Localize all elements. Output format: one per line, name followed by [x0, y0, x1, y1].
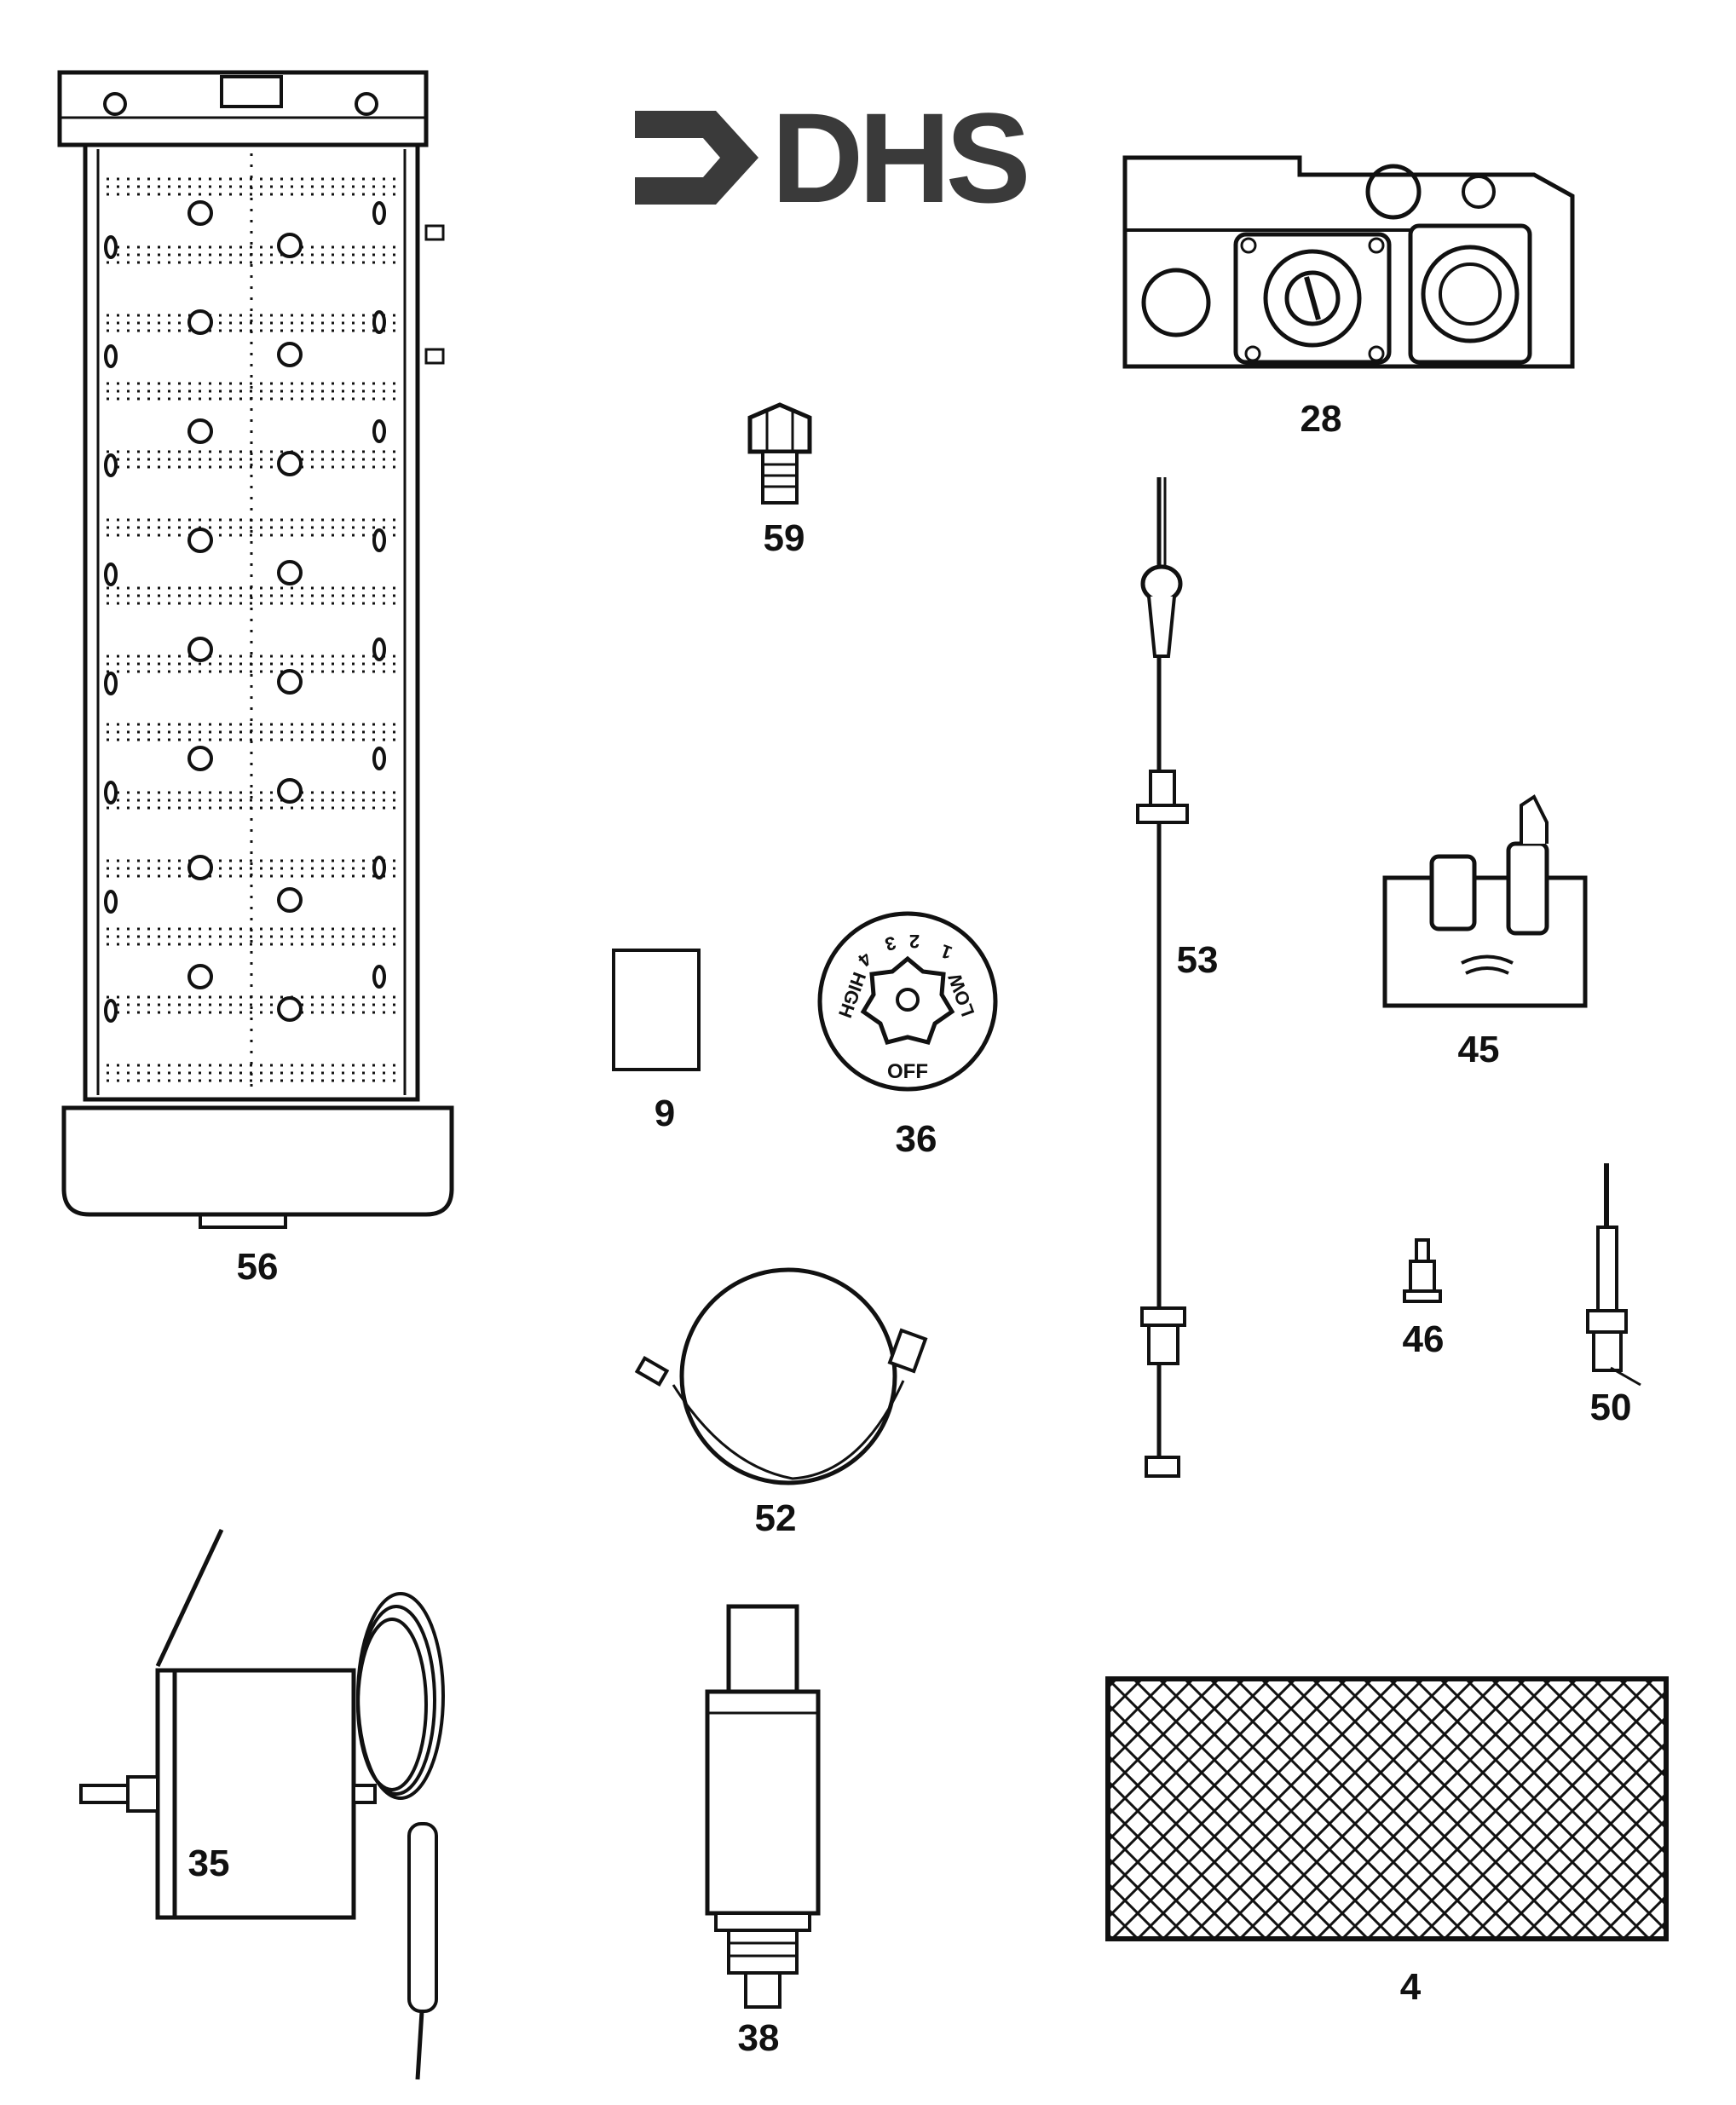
part-label-59: 59	[763, 517, 805, 559]
knob-off-label: OFF	[887, 1060, 928, 1083]
gas-valve-drawing	[1122, 155, 1575, 369]
part-label-50: 50	[1589, 1387, 1632, 1428]
pilot-assembly-drawing	[1382, 794, 1588, 1008]
label-card-drawing	[612, 949, 701, 1071]
thermostat-drawing	[79, 1528, 445, 2080]
grill-screen-drawing	[1105, 1676, 1669, 1941]
logo-text: DHS	[771, 86, 1031, 229]
part-label-9: 9	[654, 1093, 676, 1134]
part-label-46: 46	[1402, 1318, 1445, 1360]
part-label-38: 38	[737, 2017, 780, 2059]
part-label-45: 45	[1457, 1029, 1500, 1070]
lead-wire-drawing	[634, 1267, 928, 1485]
control-knob-drawing: OFF HIGH LOW 1 2 3 4	[817, 911, 998, 1092]
pilot-orifice-drawing	[1403, 1238, 1442, 1303]
electrode-drawing	[1586, 1163, 1641, 1387]
knob-2-label: 2	[909, 931, 920, 952]
part-label-35: 35	[187, 1843, 230, 1884]
piezo-igniter-drawing	[705, 1604, 821, 2009]
orifice-drawing	[747, 402, 812, 505]
part-label-4: 4	[1399, 1966, 1422, 2008]
logo-mark-icon	[635, 111, 758, 205]
part-label-28: 28	[1300, 398, 1342, 440]
part-label-56: 56	[236, 1246, 279, 1288]
thermocouple-drawing	[1136, 477, 1189, 1478]
part-label-53: 53	[1176, 939, 1219, 981]
part-label-36: 36	[895, 1118, 937, 1160]
part-label-52: 52	[754, 1497, 797, 1539]
burner-tile-drawing	[57, 70, 454, 1229]
